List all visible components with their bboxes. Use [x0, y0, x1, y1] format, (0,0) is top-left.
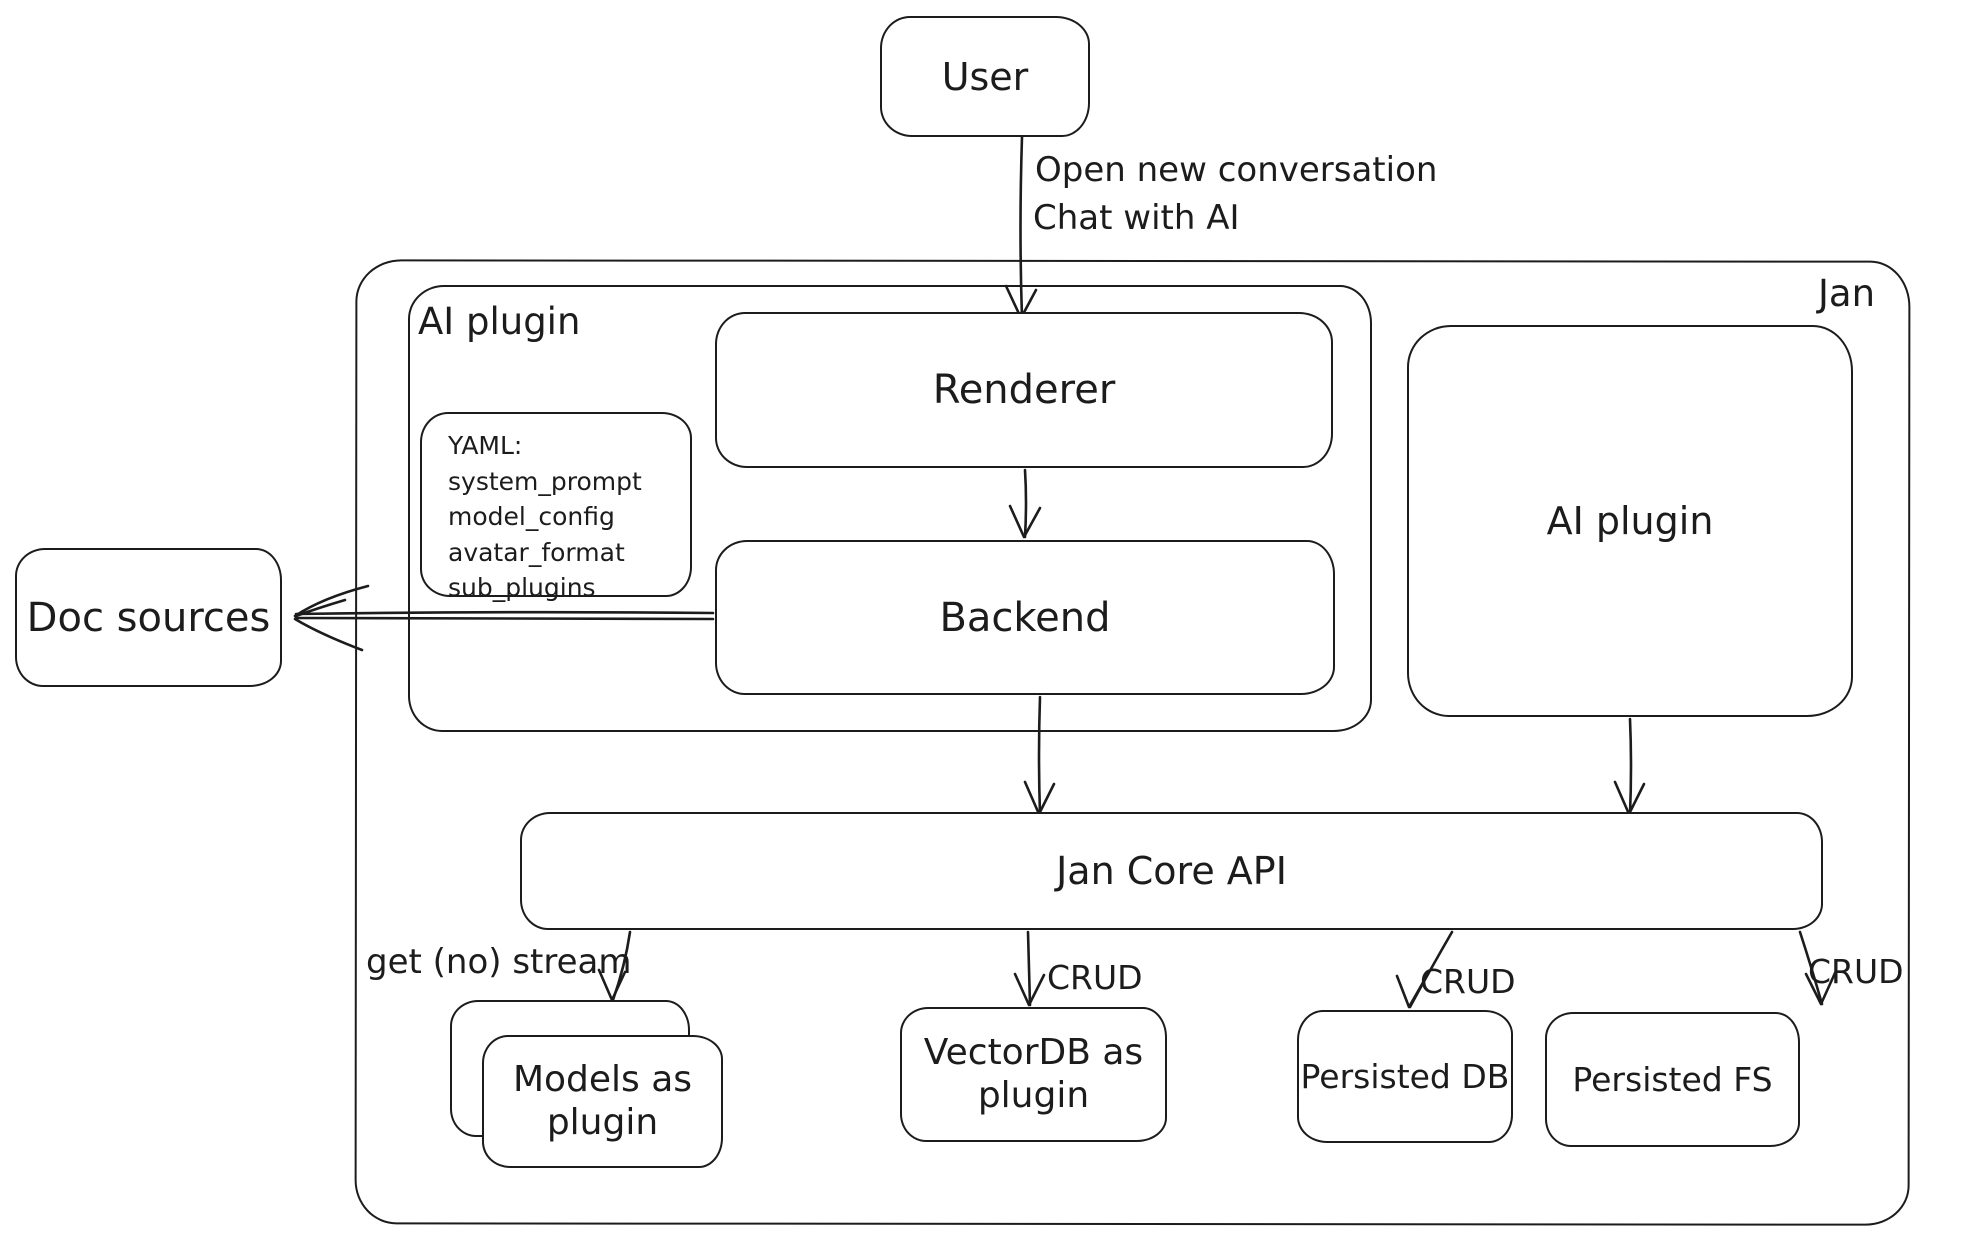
user-node: User	[880, 16, 1090, 137]
yaml-line: sub_plugins	[448, 573, 596, 602]
yaml-line: YAML:	[448, 431, 523, 460]
edge-label-open-new-conversation: Open new conversation	[1035, 150, 1438, 190]
yaml-note-node: YAML: system_prompt model_config avatar_…	[420, 412, 692, 602]
edge-label-crud-persisted-db: CRUD	[1420, 962, 1516, 1001]
ai-plugin-group-box	[408, 285, 1372, 732]
edge-label-chat-with-ai: Chat with AI	[1033, 198, 1240, 238]
yaml-line: model_config	[448, 502, 615, 531]
doc-sources-node: Doc sources	[15, 548, 282, 687]
vectordb-as-plugin-node: VectorDB as plugin	[900, 1007, 1167, 1142]
yaml-line: avatar_format	[448, 537, 625, 567]
edge-label-get-no-stream: get (no) stream	[366, 942, 632, 982]
yaml-line: system_prompt	[448, 466, 642, 496]
ai-plugin-group-label: AI plugin	[418, 300, 581, 343]
backend-node: Backend	[715, 540, 1335, 695]
jan-container-label: Jan	[1818, 272, 1876, 315]
renderer-node: Renderer	[715, 312, 1333, 468]
jan-core-api-node: Jan Core API	[520, 812, 1823, 930]
ai-plugin-node: AI plugin	[1407, 325, 1853, 717]
persisted-db-node: Persisted DB	[1297, 1010, 1513, 1143]
edge-label-crud-vectordb: CRUD	[1047, 958, 1143, 997]
edge-label-crud-persisted-fs: CRUD	[1808, 952, 1904, 991]
models-as-plugin-node: Models as plugin	[482, 1035, 723, 1168]
persisted-fs-node: Persisted FS	[1545, 1012, 1800, 1147]
